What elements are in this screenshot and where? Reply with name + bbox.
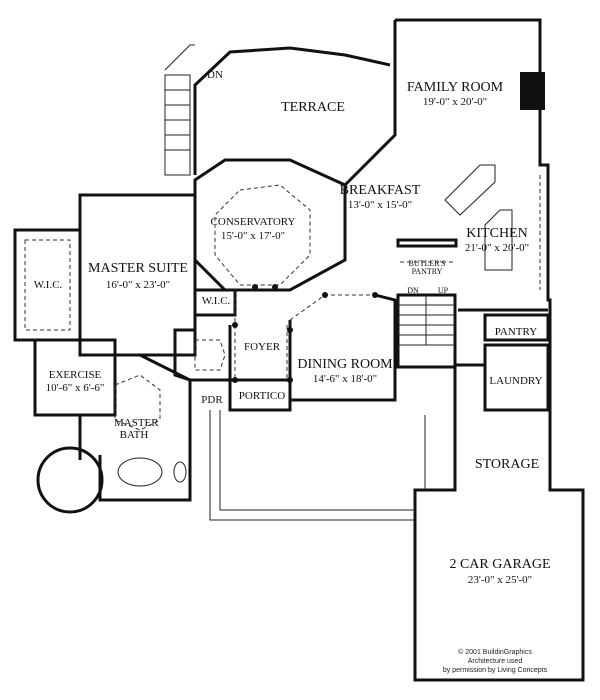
master-bath-round [36, 446, 104, 514]
room-size-dining-room: 14'-6" x 18'-0" [312, 373, 378, 385]
room-label-wic-master: W.I.C. [33, 279, 63, 291]
room-size-master-suite: 16'-0" x 23'-0" [105, 279, 171, 291]
room-label-foyer: FOYER [243, 341, 281, 353]
room-label-laundry: LAUNDRY [489, 375, 543, 387]
exercise-walls [33, 338, 117, 417]
stair-dn-label: DN [407, 286, 419, 295]
fireplace [520, 72, 545, 110]
room-size-conservatory: 15'-0" x 17'-0" [220, 230, 286, 242]
room-label-butlers-pantry: BUTLER'S PANTRY [408, 259, 446, 277]
room-label-dining-room: DINING ROOM [297, 357, 393, 372]
room-label-breakfast: BREAKFAST [339, 183, 421, 198]
room-label-portico: PORTICO [238, 390, 286, 402]
room-label-master-bath: MASTER BATH [114, 417, 159, 441]
copyright-line-2: by permission by Living Concepts [442, 667, 548, 675]
room-label-conservatory: CONSERVATORY [210, 216, 296, 228]
terrace-stair-dn-label: DN [207, 69, 223, 81]
room-size-family-room: 19'-0" x 20'-0" [422, 96, 488, 108]
terrace-stair [164, 74, 191, 176]
room-size-breakfast: 13'-0" x 15'-0" [347, 199, 413, 211]
room-label-master-suite: MASTER SUITE [88, 261, 188, 276]
conservatory-walls [193, 158, 347, 292]
room-label-family-room: FAMILY ROOM [406, 80, 504, 95]
copyright-line-1: © 2001 BuildinGraphics Architecture used [458, 649, 532, 666]
terrace-stair-treads [165, 89, 190, 151]
room-label-wic-small: W.I.C. [201, 295, 231, 307]
kitchen-island [484, 209, 513, 271]
room-label-garage: 2 CAR GARAGE [449, 557, 551, 572]
room-size-kitchen: 21'-0" x 20'-0" [464, 242, 530, 254]
bathtub [117, 457, 163, 487]
stair-up-label: UP [437, 286, 449, 295]
kitchen-bar [444, 164, 496, 216]
room-label-pdr: PDR [201, 394, 223, 406]
room-size-garage: 23'-0" x 25'-0" [467, 574, 533, 586]
room-label-storage: STORAGE [474, 457, 540, 472]
room-label-exercise: EXERCISE [48, 369, 102, 381]
room-label-pantry: PANTRY [494, 326, 538, 338]
room-size-exercise: 10'-6" x 6'-6" [45, 382, 105, 394]
room-label-terrace: TERRACE [281, 100, 345, 115]
terrace-outline [193, 46, 391, 175]
room-label-kitchen: KITCHEN [466, 226, 528, 241]
copyright-notice: © 2001 BuildinGraphics Architecture used… [443, 648, 548, 675]
